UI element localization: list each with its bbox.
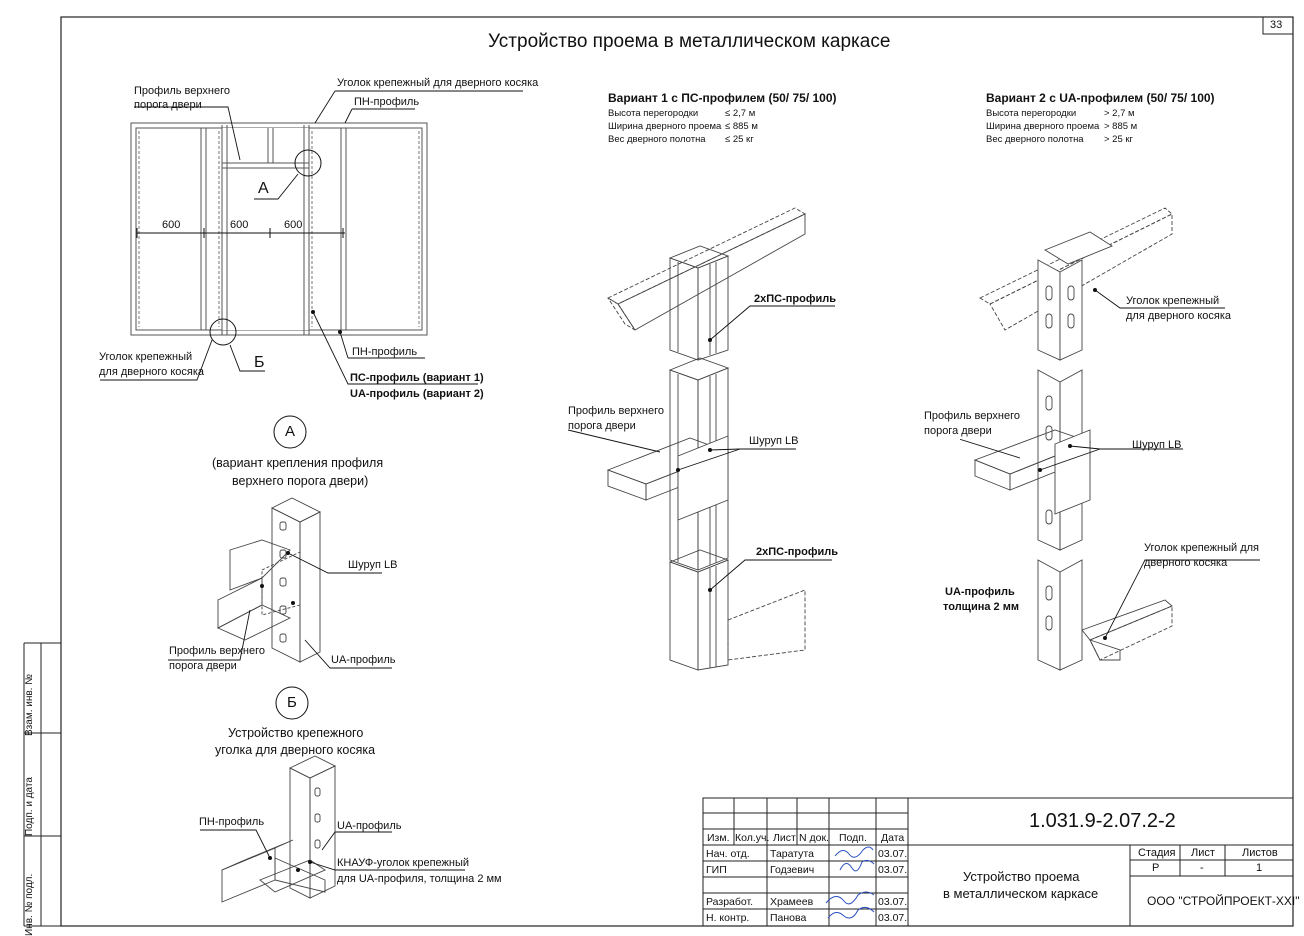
plan-dim-3: 600 — [284, 219, 303, 231]
variant2-spec-value-1: > 2,7 м — [1104, 108, 1135, 119]
stamp-header-podp: Подп. — [839, 832, 867, 844]
plan-view — [100, 90, 523, 385]
variant1-spec-value-2: ≤ 885 м — [725, 121, 758, 132]
stamp-name-3: Храмеев — [770, 896, 814, 908]
variant2-spec-label-3: Вес дверного полотна — [986, 134, 1084, 145]
stamp-code: 1.031.9-2.07.2-2 — [1029, 810, 1176, 832]
stamp-name-1: Таратута — [770, 848, 814, 860]
stamp-role-1: Нач. отд. — [706, 848, 750, 860]
variant2-corner-bottom-2: дверного косяка — [1144, 557, 1228, 569]
variant2-profile-1: Профиль верхнего — [924, 410, 1020, 422]
detail-a-ua: UA-профиль — [331, 654, 396, 666]
plan-top-profile-label-1: Профиль верхнего — [134, 85, 230, 97]
stamp-company: ООО "СТРОЙПРОЕКТ-XXI" — [1147, 894, 1300, 908]
stamp-name-2: Годзевич — [770, 864, 815, 876]
stamp-date-2: 03.07. — [878, 864, 908, 876]
stamp-header-ndok: N док. — [799, 832, 829, 844]
detail-a-caption-1: (вариант крепления профиля — [212, 456, 384, 470]
variant1-spec-label-2: Ширина дверного проема — [608, 121, 722, 132]
detail-a-profile-1: Профиль верхнего — [169, 645, 265, 657]
detail-b-knauf-1: КНАУФ-уголок крепежный — [337, 857, 470, 869]
variant2-spec-label-1: Высота перегородки — [986, 108, 1077, 119]
stamp-header-list: Лист — [773, 832, 796, 844]
detail-b-caption-2: уголка для дверного косяка — [215, 743, 376, 757]
stamp-date-4: 03.07. — [878, 912, 908, 924]
variant1-spec-value-3: ≤ 25 кг — [725, 134, 754, 145]
stamp-sheet-title-2: в металлическом каркасе — [943, 886, 1099, 901]
variant1-2ps-bottom: 2хПС-профиль — [756, 546, 838, 558]
variant1-profile-2: порога двери — [568, 420, 636, 432]
stamp-date-1: 03.07. — [878, 848, 908, 860]
plan-callout-a: А — [258, 180, 269, 197]
variant2-drawing — [960, 207, 1260, 671]
detail-b-pn: ПН-профиль — [199, 816, 265, 828]
plan-corner-label-bottom-2: для дверного косяка — [99, 366, 205, 378]
plan-ps-profile: ПС-профиль (вариант 1) — [350, 372, 484, 384]
variant2-spec-value-3: > 25 кг — [1104, 134, 1134, 145]
variant1-screw: Шуруп LB — [749, 435, 799, 447]
detail-a-profile-2: порога двери — [169, 660, 237, 672]
detail-b-mark: Б — [287, 694, 297, 711]
detail-a-mark: А — [285, 423, 296, 440]
plan-dim-2: 600 — [230, 219, 249, 231]
variant2-ua-1: UA-профиль — [945, 586, 1015, 598]
stamp-name-4: Панова — [770, 912, 807, 924]
variant1-spec-value-1: ≤ 2,7 м — [725, 108, 756, 119]
variant1-heading: Вариант 1 с ПС-профилем (50/ 75/ 100) — [608, 91, 837, 105]
plan-pn-bottom: ПН-профиль — [352, 346, 418, 358]
page-title: Устройство проема в металлическом каркас… — [488, 31, 891, 52]
plan-corner-label-bottom-1: Уголок крепежный — [99, 351, 193, 363]
stamp-role-2: ГИП — [706, 864, 727, 876]
stamp-sheet-title-1: Устройство проема — [963, 869, 1080, 884]
variant2-ua-2: толщина 2 мм — [943, 601, 1019, 613]
variant1-drawing — [567, 207, 835, 671]
variant1-spec-label-1: Высота перегородки — [608, 108, 699, 119]
stamp-stage-value: Р — [1152, 862, 1160, 874]
stamp-header-date: Дата — [881, 832, 905, 844]
plan-ua-profile: UA-профиль (вариант 2) — [350, 388, 484, 400]
detail-b-ua: UA-профиль — [337, 820, 402, 832]
detail-a-drawing — [168, 415, 392, 669]
variant1-profile-1: Профиль верхнего — [568, 405, 664, 417]
variant2-corner-top-1: Уголок крепежный — [1126, 295, 1220, 307]
plan-corner-label-top: Уголок крепежный для дверного косяка — [337, 77, 539, 89]
variant2-spec-label-2: Ширина дверного проема — [986, 121, 1100, 132]
variant2-screw: Шуруп LB — [1132, 439, 1182, 451]
detail-b-drawing — [200, 686, 465, 903]
stamp-header-izm: Изм. — [707, 832, 730, 844]
variant2-profile-2: порога двери — [924, 425, 992, 437]
variant2-corner-top-2: для дверного косяка — [1126, 310, 1232, 322]
stamp-sheet-value: - — [1200, 862, 1204, 874]
stamp-role-4: Н. контр. — [706, 912, 750, 924]
stamp-header-kol: Кол.уч. — [735, 832, 770, 844]
stamp-sheets-value: 1 — [1256, 862, 1263, 874]
plan-top-profile-label-2: порога двери — [134, 99, 202, 111]
detail-a-screw: Шуруп LB — [348, 559, 398, 571]
stamp-role-3: Разработ. — [706, 896, 754, 908]
detail-b-knauf-2: для UA-профиля, толщина 2 мм — [337, 873, 502, 885]
plan-pn-top: ПН-профиль — [354, 96, 420, 108]
plan-callout-b: Б — [254, 354, 265, 371]
stamp-stage-header: Стадия — [1138, 847, 1176, 859]
detail-a-caption-2: верхнего порога двери) — [232, 474, 369, 488]
sheet-number: 33 — [1270, 19, 1283, 31]
variant1-spec-label-3: Вес дверного полотна — [608, 134, 706, 145]
stamp-sheets-header: Листов — [1242, 847, 1278, 859]
plan-dim-1: 600 — [162, 219, 181, 231]
variant2-heading: Вариант 2 с UA-профилем (50/ 75/ 100) — [986, 91, 1215, 105]
stamp-sheet-header: Лист — [1191, 847, 1215, 859]
variant2-corner-bottom-1: Уголок крепежный для — [1144, 542, 1260, 554]
stamp-date-3: 03.07. — [878, 896, 908, 908]
variant1-2ps-top: 2хПС-профиль — [754, 293, 836, 305]
variant2-spec-value-2: > 885 м — [1104, 121, 1138, 132]
detail-b-caption-1: Устройство крепежного — [228, 726, 364, 740]
